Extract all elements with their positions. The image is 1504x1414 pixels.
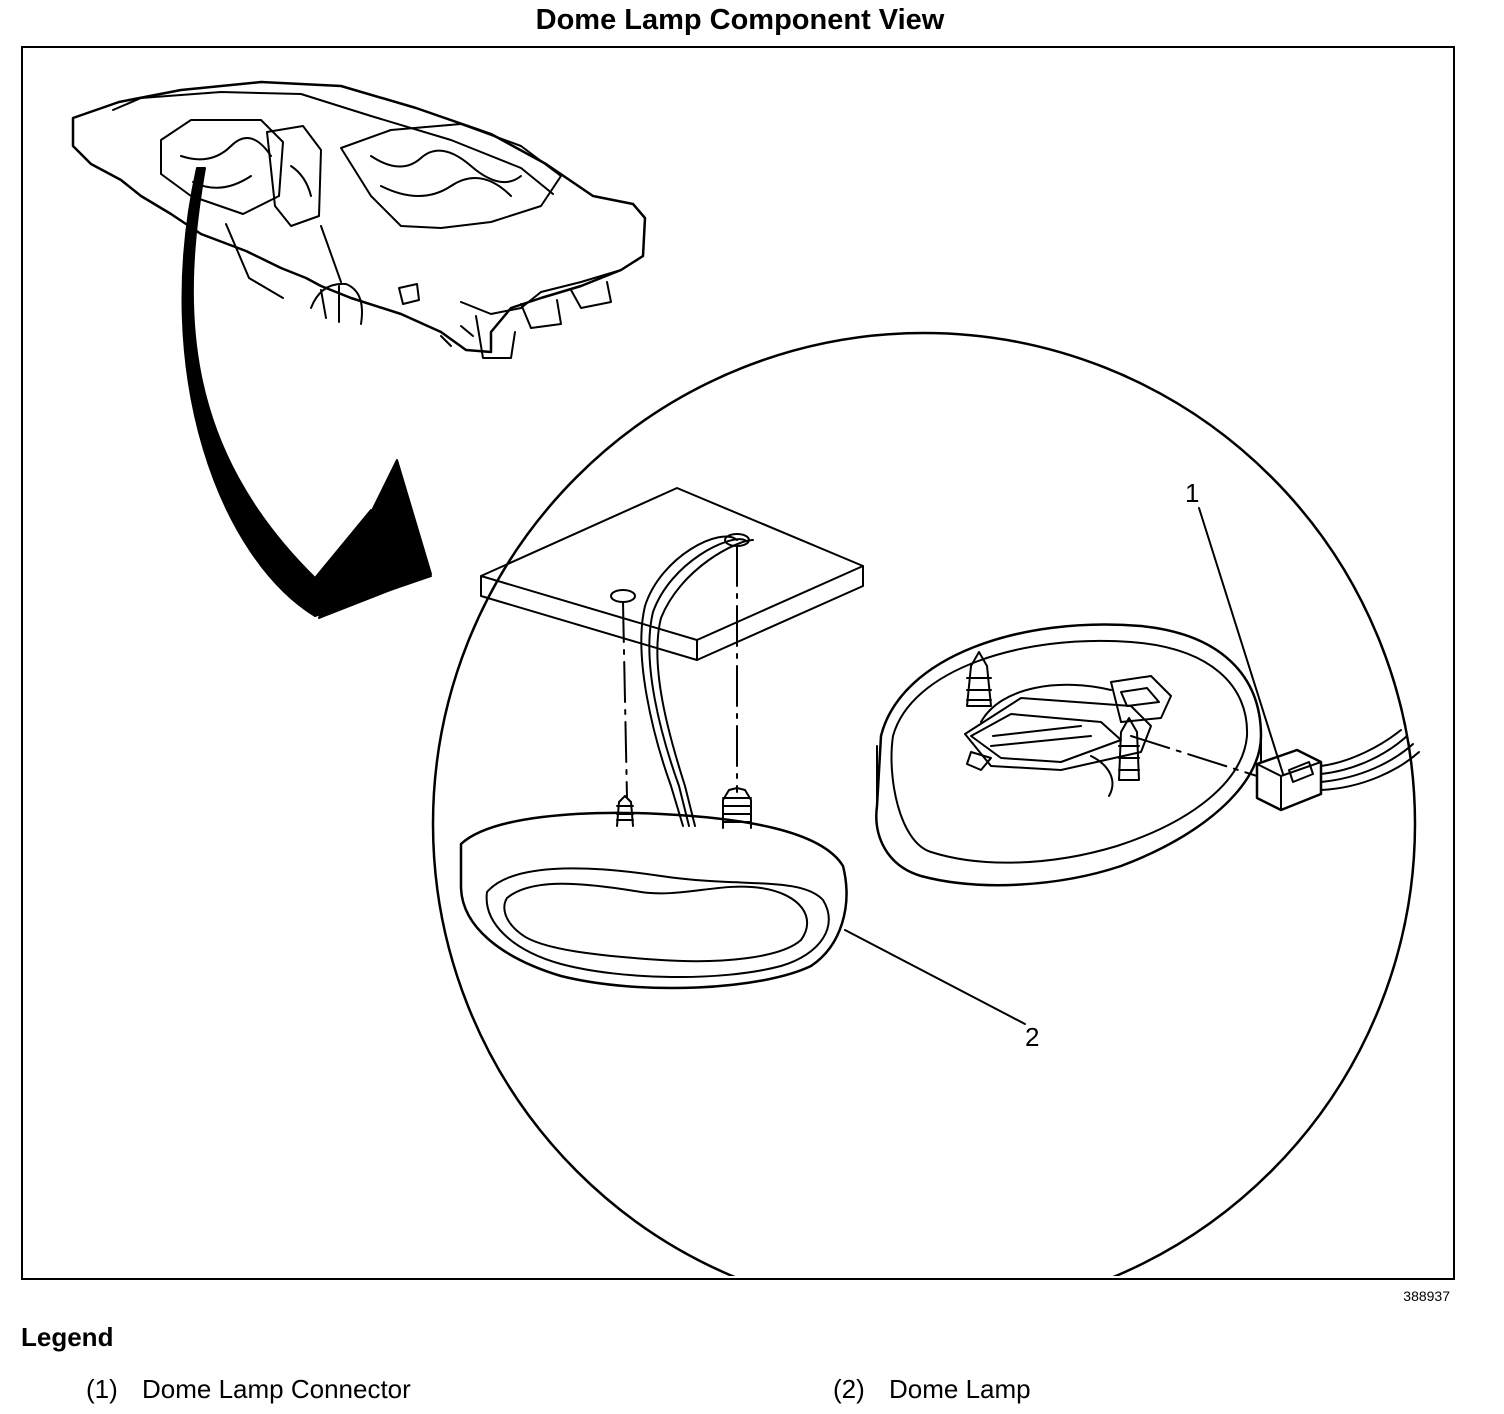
lamp-wires bbox=[640, 535, 754, 827]
lamp-connector bbox=[1255, 729, 1420, 812]
legend-item-dome-lamp-connector: (1) Dome Lamp Connector bbox=[86, 1374, 411, 1405]
component-illustration: 1 2 bbox=[71, 80, 1420, 1276]
figure-id: 388937 bbox=[1403, 1288, 1450, 1304]
legend-item-label: Dome Lamp Connector bbox=[142, 1374, 411, 1404]
legend-item-dome-lamp: (2) Dome Lamp bbox=[833, 1374, 1031, 1405]
lamp-housing-back bbox=[875, 623, 1263, 887]
curved-arrow bbox=[181, 167, 432, 619]
callout-2: 2 bbox=[1025, 1022, 1039, 1052]
alignment-lines bbox=[622, 545, 1258, 799]
callout-1: 1 bbox=[1185, 478, 1199, 508]
legend-item-label: Dome Lamp bbox=[889, 1374, 1031, 1404]
vehicle-body-outline bbox=[71, 80, 647, 359]
legend-item-number: (1) bbox=[86, 1374, 118, 1404]
detail-circle bbox=[431, 331, 1417, 1276]
leader-line-1 bbox=[1198, 507, 1284, 775]
diagram-title: Dome Lamp Component View bbox=[535, 4, 945, 36]
leader-line-2 bbox=[844, 929, 1026, 1025]
legend-item-number: (2) bbox=[833, 1374, 865, 1404]
headliner-panel bbox=[480, 487, 864, 661]
legend-heading: Legend bbox=[21, 1322, 114, 1352]
diagram-frame bbox=[21, 46, 1455, 1280]
dome-lamp bbox=[459, 787, 848, 990]
